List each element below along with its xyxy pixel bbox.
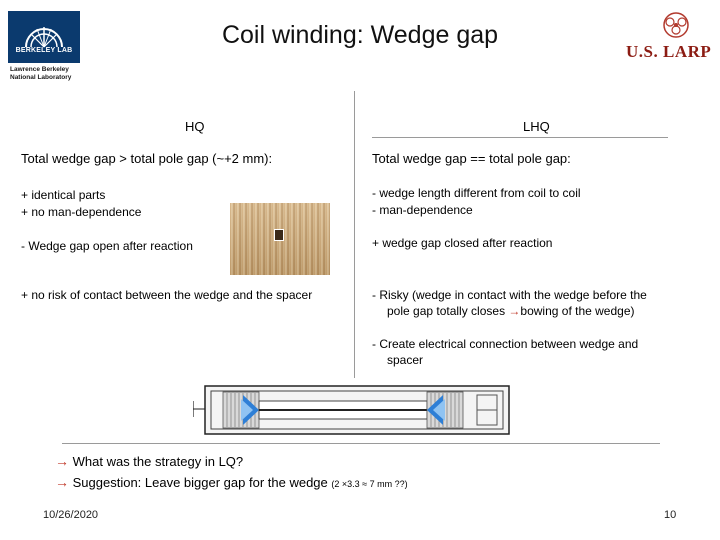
lhq-point-man-dependence: - man-dependence bbox=[372, 203, 473, 217]
hq-point-no-risk: + no risk of contact between the wedge a… bbox=[21, 288, 313, 302]
risky-text-b: bowing of the wedge) bbox=[520, 304, 635, 318]
coil-cross-section-diagram bbox=[193, 385, 510, 435]
suggestion-text: Suggestion: Leave bigger gap for the wed… bbox=[72, 475, 328, 490]
right-heading-underline bbox=[372, 137, 668, 138]
berkeley-lab-subtitle-line2: National Laboratory bbox=[10, 74, 72, 81]
slide-title: Coil winding: Wedge gap bbox=[221, 21, 499, 49]
lhq-point-wedge-length: - wedge length different from coil to co… bbox=[372, 186, 581, 200]
lhq-point-electrical-line2: spacer bbox=[387, 353, 424, 367]
bottom-divider bbox=[62, 443, 660, 444]
lhq-heading: LHQ bbox=[523, 119, 550, 134]
berkeley-lab-subtitle-line1: Lawrence Berkeley bbox=[10, 66, 69, 73]
risky-text-a: pole gap totally closes bbox=[387, 304, 509, 318]
lhq-point-risky-line1: - Risky (wedge in contact with the wedge… bbox=[372, 288, 647, 302]
suggestion-detail: (2 ×3.3 ≈ 7 mm ??) bbox=[331, 479, 408, 489]
larp-logo-text: U.S. LARP bbox=[626, 42, 712, 61]
larp-emblem-icon bbox=[663, 12, 689, 38]
question-text: What was the strategy in LQ? bbox=[72, 454, 244, 469]
bottom-suggestion: → Suggestion: Leave bigger gap for the w… bbox=[55, 474, 408, 490]
berkeley-lab-box-text: BERKELEY LAB bbox=[15, 47, 73, 54]
risky-arrow-icon: → bbox=[508, 304, 521, 318]
hq-point-gap-open: - Wedge gap open after reaction bbox=[21, 239, 193, 253]
lhq-summary: Total wedge gap == total pole gap: bbox=[372, 151, 571, 166]
wedge-gap-photo bbox=[230, 203, 330, 275]
hq-heading: HQ bbox=[185, 119, 205, 134]
photo-gap-marker bbox=[274, 229, 284, 241]
arrow-right-icon: → bbox=[55, 453, 69, 469]
berkeley-lab-logo bbox=[8, 11, 80, 63]
berkeley-lab-emblem-icon bbox=[25, 27, 63, 48]
hq-summary: Total wedge gap > total pole gap (~+2 mm… bbox=[21, 151, 273, 166]
slide-date: 10/26/2020 bbox=[43, 509, 99, 521]
lhq-point-risky-line2: pole gap totally closes →bowing of the w… bbox=[387, 303, 634, 319]
lhq-point-gap-closed: + wedge gap closed after reaction bbox=[372, 236, 553, 250]
lhq-point-electrical-line1: - Create electrical connection between w… bbox=[372, 337, 639, 351]
page-number: 10 bbox=[664, 509, 677, 521]
column-divider bbox=[354, 91, 355, 378]
berkeley-lab-subtitle: Lawrence Berkeley National Laboratory bbox=[10, 66, 71, 82]
bottom-question: → What was the strategy in LQ? bbox=[55, 453, 243, 469]
hq-point-no-man-dependence: + no man-dependence bbox=[21, 205, 142, 219]
arrow-right-icon: → bbox=[55, 474, 69, 490]
hq-point-identical-parts: + identical parts bbox=[21, 188, 106, 202]
